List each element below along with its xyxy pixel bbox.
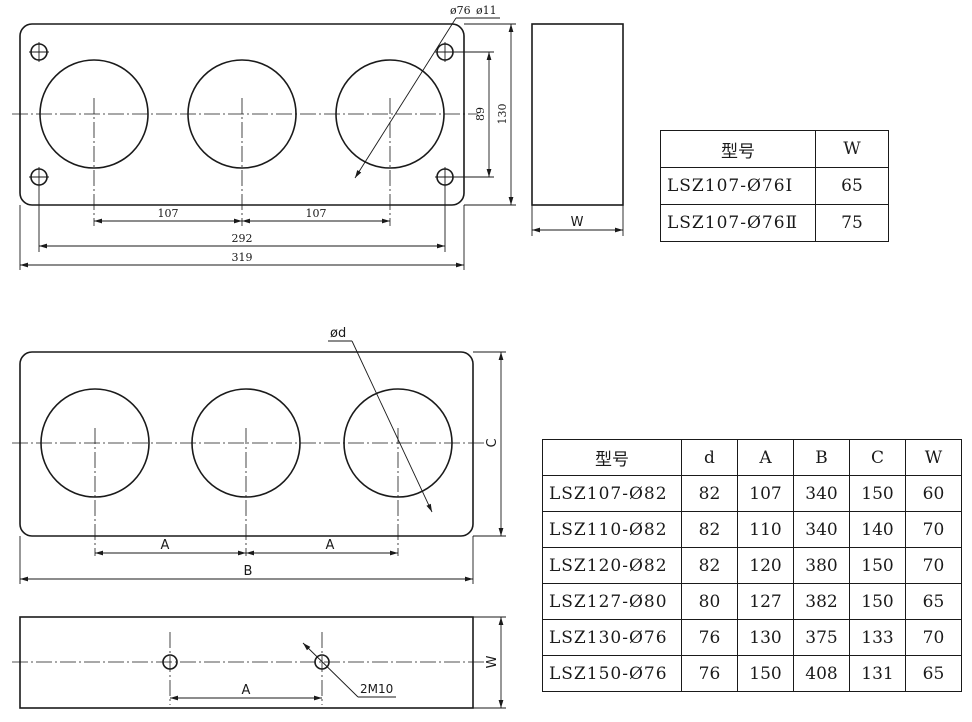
top-dim-107-left: 107 xyxy=(158,207,179,220)
table-cell: LSZ120-Ø82 xyxy=(542,547,682,584)
table-cell: 60 xyxy=(905,475,962,512)
top-dim-107-right: 107 xyxy=(306,207,327,220)
table-cell: 82 xyxy=(681,475,738,512)
table-header-cell: 型号 xyxy=(660,130,816,168)
table-cell: 382 xyxy=(793,583,850,620)
spec-table-2: 型号 d A B C W LSZ107-Ø82 82 107 340 150 6… xyxy=(542,439,962,692)
table-header-cell: W xyxy=(905,439,962,476)
bottom-dim-hole-diameter: ød xyxy=(330,326,346,341)
table-cell: 150 xyxy=(737,655,794,692)
bottom-dim-a-left: A xyxy=(161,538,170,553)
top-dim-mount-hole: ø11 xyxy=(476,4,497,17)
top-side-outline xyxy=(531,23,624,206)
table-row: LSZ107-Ø82 82 107 340 150 60 xyxy=(542,475,962,512)
table-cell: 82 xyxy=(681,547,738,584)
bottom-plate-outline xyxy=(19,351,474,537)
bottom-dim-b: B xyxy=(244,564,253,579)
top-dim-292: 292 xyxy=(232,232,253,245)
table-cell: 150 xyxy=(849,583,906,620)
table-row: LSZ150-Ø76 76 150 408 131 65 xyxy=(542,655,962,692)
top-dim-89: 89 xyxy=(474,107,487,121)
table-cell: 70 xyxy=(905,547,962,584)
top-diameter-leader xyxy=(354,17,457,179)
table-cell: LSZ107-Ø76Ⅰ xyxy=(660,167,816,205)
table-header-row: 型号 W xyxy=(660,130,889,168)
table-cell: 150 xyxy=(849,547,906,584)
table-cell: 110 xyxy=(737,511,794,548)
table-cell: 65 xyxy=(905,655,962,692)
table-cell: 65 xyxy=(905,583,962,620)
table-cell: 75 xyxy=(815,204,889,242)
table-cell: 133 xyxy=(849,619,906,656)
bottom-side-view: A 2M10 W xyxy=(12,616,506,709)
bottom-side-dim-w: W xyxy=(485,655,500,668)
table-cell: 130 xyxy=(737,619,794,656)
bottom-front-view: ød C A A B xyxy=(12,326,506,584)
table-header-cell: W xyxy=(815,130,889,168)
table-cell: 150 xyxy=(849,475,906,512)
table-row: LSZ110-Ø82 82 110 340 140 70 xyxy=(542,511,962,548)
table-cell: 375 xyxy=(793,619,850,656)
top-front-view: ø76 ø11 107 107 292 319 89 130 xyxy=(12,4,516,270)
table-cell: LSZ150-Ø76 xyxy=(542,655,682,692)
table-cell: 340 xyxy=(793,511,850,548)
table-cell: 76 xyxy=(681,655,738,692)
table-cell: 380 xyxy=(793,547,850,584)
table-cell: LSZ107-Ø82 xyxy=(542,475,682,512)
table-cell: LSZ130-Ø76 xyxy=(542,619,682,656)
table-cell: 131 xyxy=(849,655,906,692)
table-cell: LSZ107-Ø76Ⅱ xyxy=(660,204,816,242)
table-header-cell: B xyxy=(793,439,850,476)
table-cell: 70 xyxy=(905,619,962,656)
table-row: LSZ127-Ø80 80 127 382 150 65 xyxy=(542,583,962,620)
thread-leader xyxy=(302,642,359,698)
table-cell: 408 xyxy=(793,655,850,692)
table-cell: 80 xyxy=(681,583,738,620)
table-row: LSZ130-Ø76 76 130 375 133 70 xyxy=(542,619,962,656)
top-dim-319: 319 xyxy=(232,251,253,264)
bottom-side-dim-thread: 2M10 xyxy=(360,682,393,696)
table-header-cell: C xyxy=(849,439,906,476)
bottom-side-dim-a: A xyxy=(242,683,251,698)
top-dim-hole-diameter: ø76 xyxy=(450,4,471,17)
table-cell: 340 xyxy=(793,475,850,512)
table-header-cell: 型号 xyxy=(542,439,682,476)
bottom-dim-c: C xyxy=(485,438,500,447)
table-cell: 82 xyxy=(681,511,738,548)
table-row: LSZ120-Ø82 82 120 380 150 70 xyxy=(542,547,962,584)
table-row: LSZ107-Ø76Ⅱ 75 xyxy=(660,204,889,242)
table-cell: LSZ127-Ø80 xyxy=(542,583,682,620)
bottom-side-outline xyxy=(19,616,474,709)
table-cell: 107 xyxy=(737,475,794,512)
table-header-cell: A xyxy=(737,439,794,476)
top-dim-130: 130 xyxy=(496,104,509,125)
table-header-cell: d xyxy=(681,439,738,476)
table-cell: 65 xyxy=(815,167,889,205)
table-cell: 140 xyxy=(849,511,906,548)
table-cell: 120 xyxy=(737,547,794,584)
table-cell: 70 xyxy=(905,511,962,548)
top-side-dim-w: W xyxy=(571,215,584,230)
spec-table-1: 型号 W LSZ107-Ø76Ⅰ 65 LSZ107-Ø76Ⅱ 75 xyxy=(660,130,889,242)
top-side-view: W xyxy=(531,23,624,236)
table-cell: LSZ110-Ø82 xyxy=(542,511,682,548)
table-row: LSZ107-Ø76Ⅰ 65 xyxy=(660,167,889,205)
table-cell: 76 xyxy=(681,619,738,656)
table-header-row: 型号 d A B C W xyxy=(542,439,962,476)
table-cell: 127 xyxy=(737,583,794,620)
bottom-diameter-leader xyxy=(351,340,433,513)
bottom-dim-a-right: A xyxy=(326,538,335,553)
